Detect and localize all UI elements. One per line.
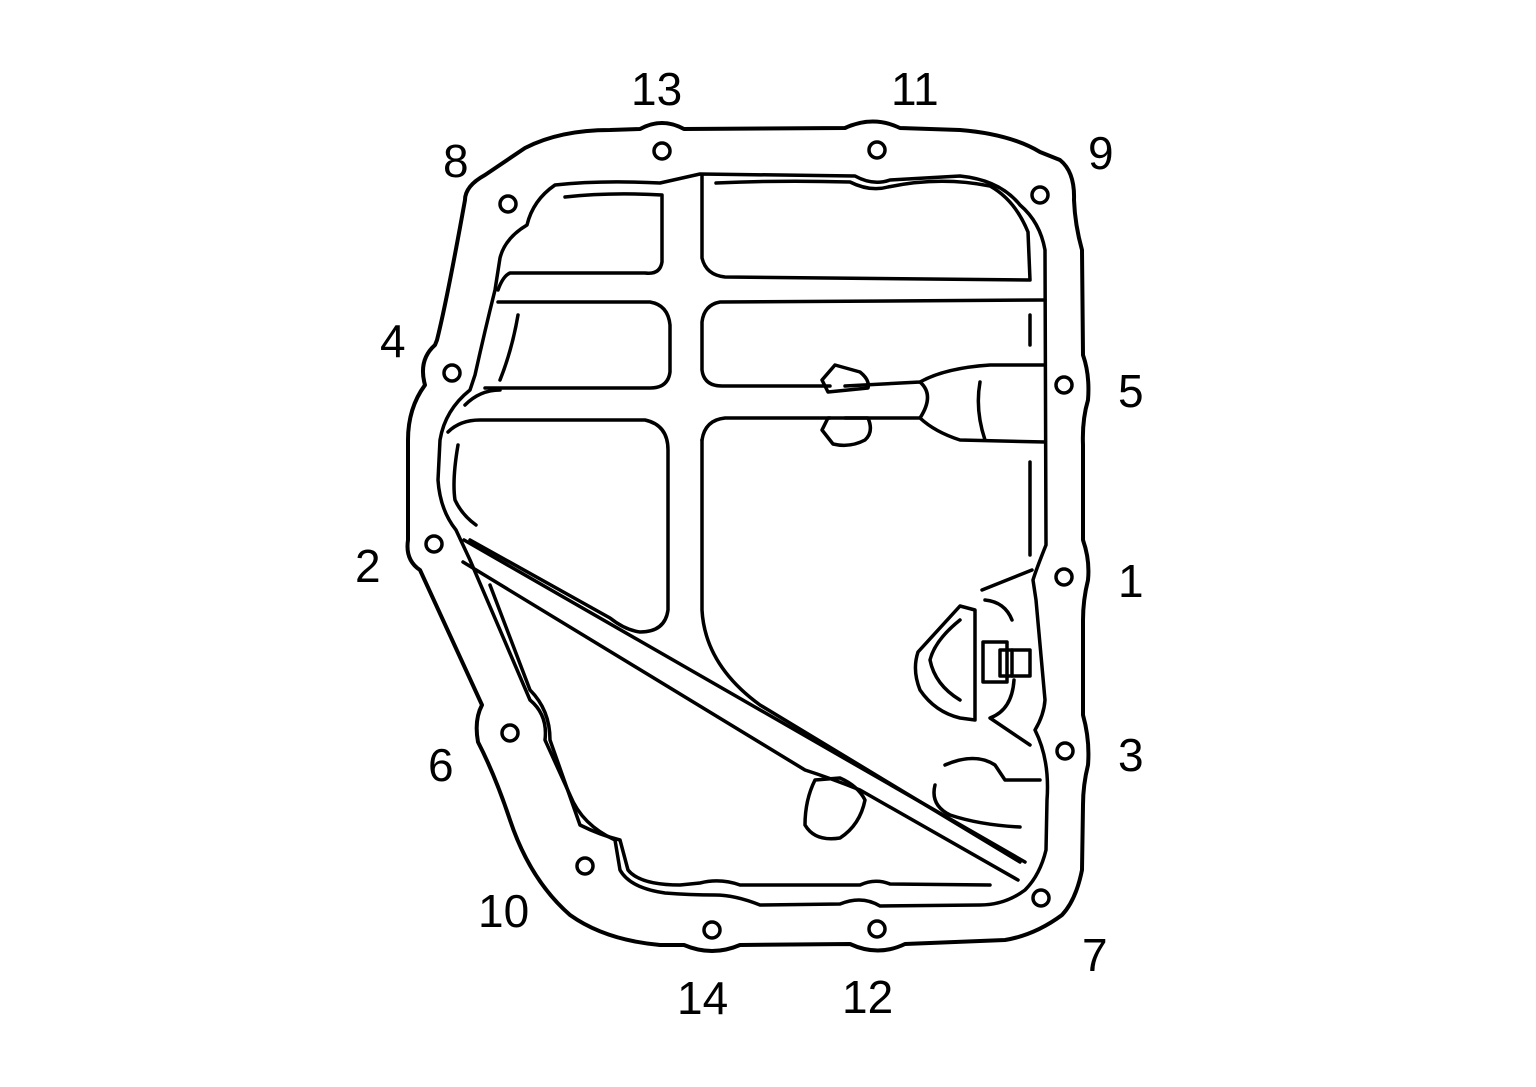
rib-horizontal-upper-right <box>700 298 1047 388</box>
bolt-hole-2 <box>424 534 444 554</box>
lower-center-pocket <box>803 776 867 841</box>
bolt-label-5: 5 <box>1118 365 1144 417</box>
bolt-label-3: 3 <box>1118 729 1144 781</box>
bolt-hole-12 <box>867 919 887 939</box>
bolt-hole-1 <box>1054 567 1074 587</box>
bolt-hole-10 <box>575 856 595 876</box>
bolt-hole-3 <box>1055 741 1075 761</box>
pan-inner-rim <box>436 172 1050 908</box>
oil-strainer-channel <box>843 363 1047 444</box>
bolt-label-12: 12 <box>842 971 894 1023</box>
bolt-hole-7 <box>1031 888 1051 908</box>
drain-boss <box>913 604 977 722</box>
bolt-label-10: 10 <box>478 885 530 937</box>
bolt-label-2: 2 <box>355 540 381 592</box>
oil-strainer-boss <box>820 363 873 448</box>
bolt-label-1: 1 <box>1118 555 1144 607</box>
drain-boss-side <box>980 568 1034 747</box>
bolt-label-14: 14 <box>677 972 729 1024</box>
bolt-label-8: 8 <box>443 135 469 187</box>
rib-left-vertical <box>498 313 520 382</box>
bolt-hole-6 <box>500 723 520 743</box>
bolt-hole-11 <box>867 140 887 160</box>
drain-plug <box>981 640 1032 684</box>
pan-inner-rim-secondary <box>496 192 664 292</box>
oil-strainer-curve <box>976 380 987 442</box>
bolt-label-4: 4 <box>380 315 406 367</box>
rib-horizontal-lower <box>446 418 670 634</box>
rib-horizontal-upper <box>483 300 672 390</box>
bolt-hole-13 <box>652 141 672 161</box>
rib-horizontal-mid <box>463 388 502 407</box>
pan-flange-outline <box>405 119 1091 953</box>
rib-center-column <box>700 438 1022 864</box>
bolt-label-9: 9 <box>1088 127 1114 179</box>
bolt-label-7: 7 <box>1082 929 1108 981</box>
pan-inner-rim-secondary-right <box>700 173 1032 282</box>
bolt-hole-9 <box>1030 185 1050 205</box>
lower-right-pocket <box>932 756 1042 829</box>
bolt-hole-14 <box>702 920 722 940</box>
rib-left-channel <box>488 583 992 887</box>
rib-vertical-center <box>700 416 832 442</box>
drain-boss-inner <box>928 618 962 702</box>
bolt-hole-5 <box>1054 375 1074 395</box>
bolt-label-11: 11 <box>891 63 939 115</box>
bolt-hole-4 <box>442 363 462 383</box>
rib-left-lower <box>452 443 478 527</box>
bolt-hole-8 <box>498 194 518 214</box>
bolt-label-6: 6 <box>428 739 454 791</box>
bolt-label-13: 13 <box>631 63 683 115</box>
